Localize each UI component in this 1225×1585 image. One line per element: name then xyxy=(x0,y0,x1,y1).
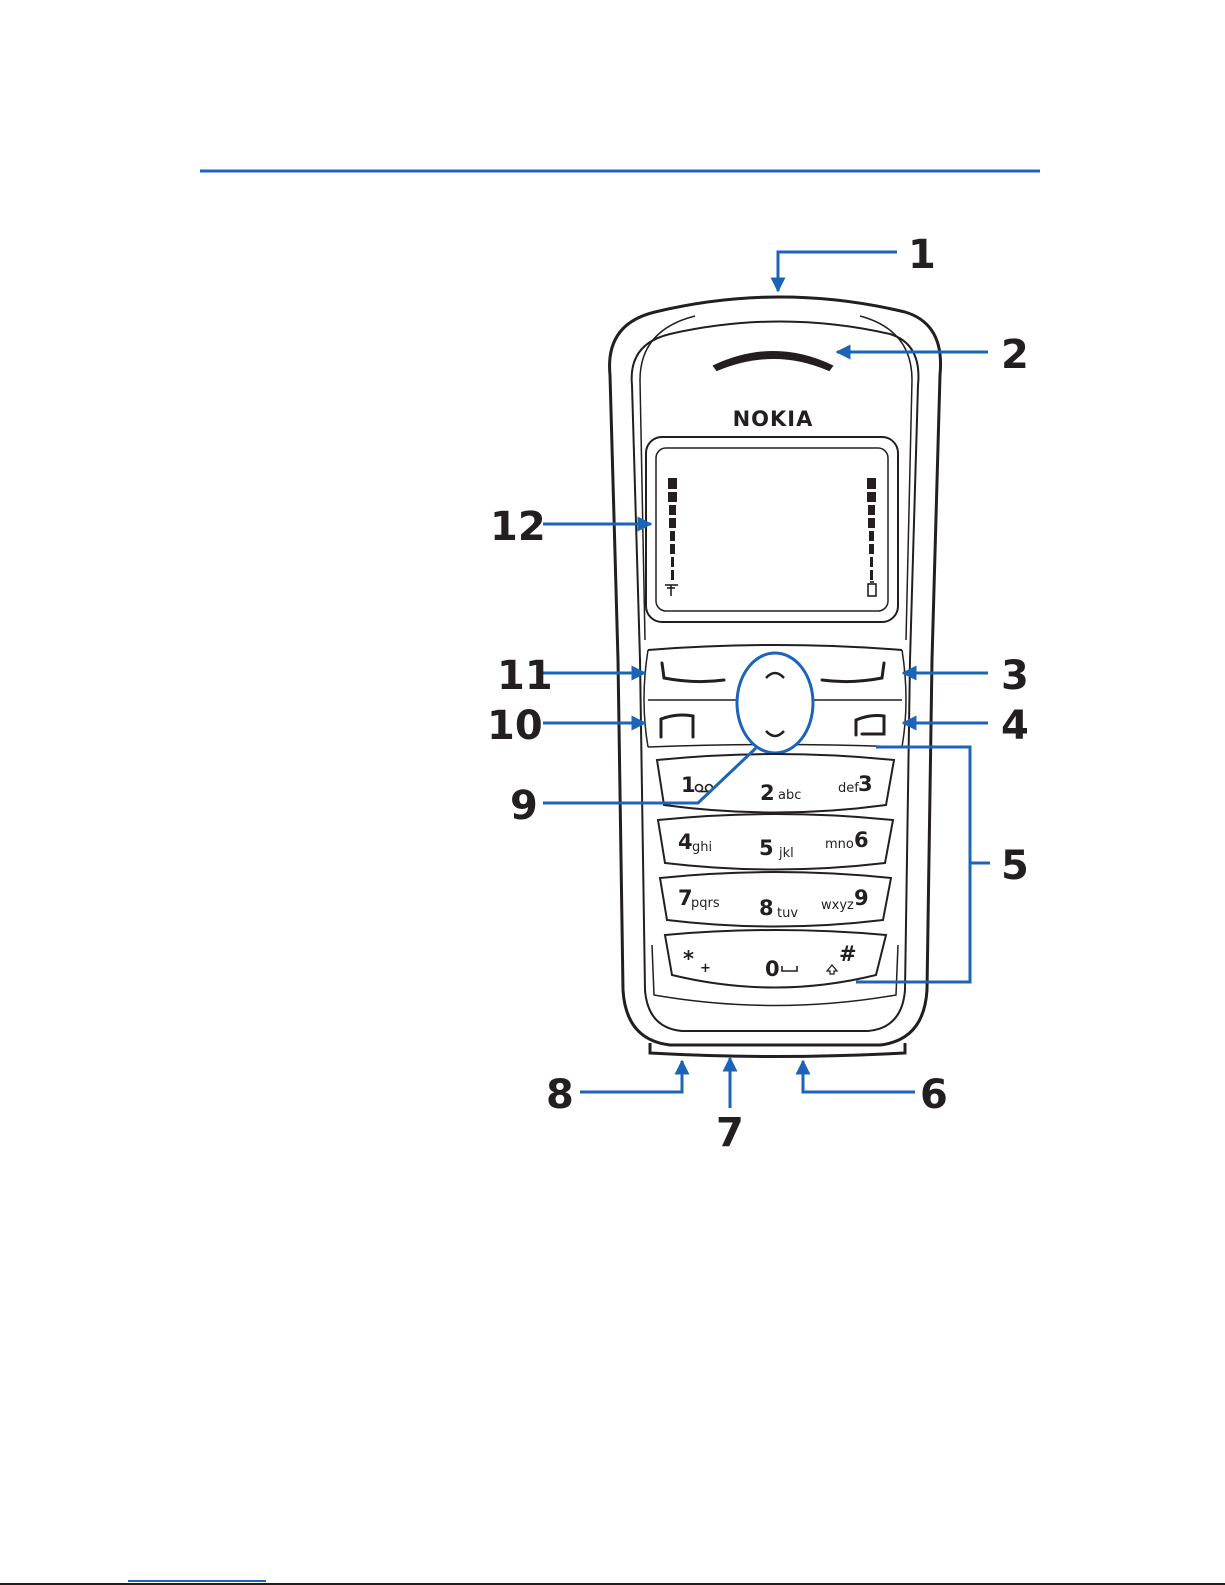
key-0-digit: 0 xyxy=(765,957,780,981)
callout-2: 2 xyxy=(1001,332,1029,378)
callout-5: 5 xyxy=(1001,843,1029,889)
callout-3: 3 xyxy=(1001,653,1029,699)
callout-8: 8 xyxy=(546,1072,574,1118)
brand-logo: NOKIA xyxy=(733,407,814,431)
key-hash-symbol: # xyxy=(839,942,857,966)
callout-line-6 xyxy=(803,1061,915,1092)
key-5-letters: jkl xyxy=(778,846,794,861)
callout-6: 6 xyxy=(920,1072,948,1118)
key-star-plus: + xyxy=(700,961,711,976)
key-star-symbol: * xyxy=(683,947,694,971)
key-3-letters: def xyxy=(838,781,859,796)
key-4-letters: ghi xyxy=(692,840,712,855)
key-5-digit: 5 xyxy=(759,836,774,860)
callout-1: 1 xyxy=(908,232,936,278)
callout-12: 12 xyxy=(490,504,546,550)
callout-9: 9 xyxy=(510,783,538,829)
callout-4: 4 xyxy=(1001,703,1029,749)
key-8-digit: 8 xyxy=(759,896,774,920)
callout-line-8 xyxy=(580,1061,682,1092)
key-9-letters: wxyz xyxy=(821,898,854,913)
key-2-digit: 2 xyxy=(760,781,775,805)
key-4-digit: 4 xyxy=(678,830,693,854)
key-2-letters: abc xyxy=(778,788,801,803)
callout-10: 10 xyxy=(487,703,543,749)
key-6-digit: 6 xyxy=(854,828,869,852)
key-8-letters: tuv xyxy=(777,906,798,921)
key-1-digit: 1 xyxy=(681,773,696,797)
scroll-key[interactable] xyxy=(737,653,813,753)
key-6-letters: mno xyxy=(825,837,854,852)
key-9-digit: 9 xyxy=(854,886,869,910)
key-7-letters: pqrs xyxy=(691,896,720,911)
key-3-digit: 3 xyxy=(858,772,873,796)
callout-line-1 xyxy=(778,252,897,291)
callout-11: 11 xyxy=(497,653,553,699)
callout-7: 7 xyxy=(716,1110,744,1156)
